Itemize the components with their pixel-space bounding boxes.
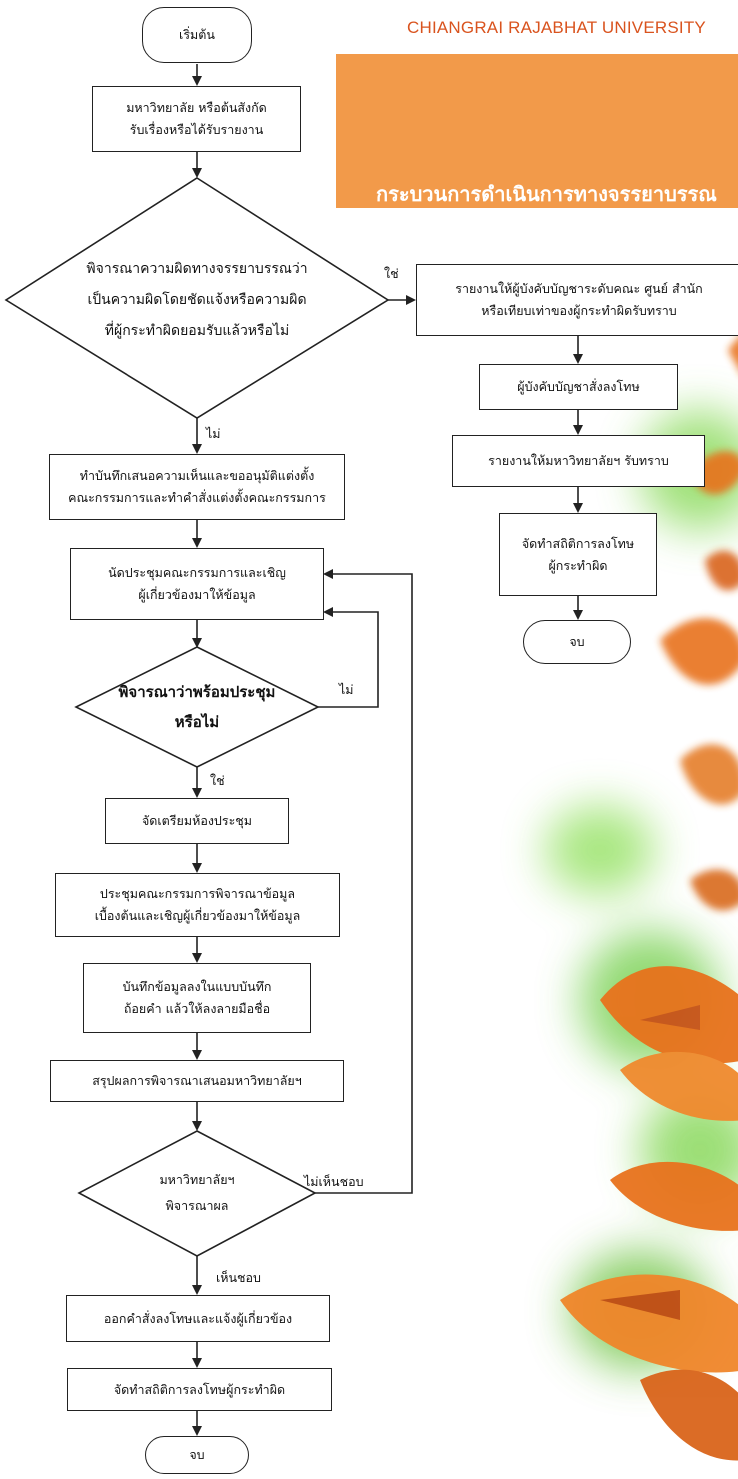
end-node-right: จบ bbox=[523, 620, 631, 664]
record-line-1: บันทึกข้อมูลลงในแบบบันทึก bbox=[122, 979, 272, 994]
schedule-line-2: ผู้เกี่ยวข้องมาให้ข้อมูล bbox=[138, 587, 256, 602]
decision-clear-offense: พิจารณาความผิดทางจรรยาบรรณว่า เป็นความผิ… bbox=[40, 252, 354, 348]
end-left-label: จบ bbox=[189, 1447, 205, 1462]
meeting-box: ประชุมคณะกรรมการพิจารณาข้อมูล เบื้องต้นแ… bbox=[55, 873, 340, 937]
stats-left-label: จัดทำสถิติการลงโทษผู้กระทำผิด bbox=[113, 1381, 286, 1397]
record-line-2: ถ้อยคำ แล้วให้ลงลายมือชื่อ bbox=[123, 1001, 271, 1016]
record-box: บันทึกข้อมูลลงในแบบบันทึก ถ้อยคำ แล้วให้… bbox=[83, 963, 311, 1033]
receive-line-1: มหาวิทยาลัย หรือต้นสังกัด bbox=[126, 100, 267, 115]
header-banner: กระบวนการดำเนินการทางจรรยาบรรณ bbox=[336, 54, 738, 208]
report-superior-line-2: หรือเทียบเท่าของผู้กระทำผิดรับทราบ bbox=[481, 303, 677, 318]
banner-title: กระบวนการดำเนินการทางจรรยาบรรณ bbox=[376, 182, 717, 206]
decision-university: มหาวิทยาลัยฯ พิจารณาผล bbox=[120, 1166, 274, 1220]
report-superior-box: รายงานให้ผู้บังคับบัญชาระดับคณะ ศูนย์ สำ… bbox=[416, 264, 738, 336]
label-yes-2: ใช่ bbox=[210, 773, 225, 788]
meeting-line-2: เบื้องต้นและเชิญผู้เกี่ยวข้องมาให้ข้อมูล bbox=[94, 908, 301, 923]
loop-arrow bbox=[318, 607, 379, 708]
decision-univ-line-2: พิจารณาผล bbox=[165, 1198, 229, 1213]
label-no-1: ไม่ bbox=[206, 426, 221, 441]
report-university-label: รายงานให้มหาวิทยาลัยฯ รับทราบ bbox=[488, 453, 669, 468]
university-name: CHIANGRAI RAJABHAT UNIVERSITY bbox=[407, 18, 706, 37]
label-no-2: ไม่ bbox=[339, 682, 354, 697]
issue-order-label: ออกคำสั่งลงโทษและแจ้งผู้เกี่ยวข้อง bbox=[103, 1310, 293, 1326]
decision-ready: พิจารณาว่าพร้อมประชุม หรือไม่ bbox=[100, 677, 294, 737]
prepare-room-label: จัดเตรียมห้องประชุม bbox=[141, 813, 253, 828]
loop-arrow bbox=[315, 569, 413, 1194]
stats-right-line-1: จัดทำสถิติการลงโทษ bbox=[521, 535, 635, 551]
issue-order-box: ออกคำสั่งลงโทษและแจ้งผู้เกี่ยวข้อง bbox=[66, 1295, 330, 1342]
decision-univ-line-1: มหาวิทยาลัยฯ bbox=[159, 1172, 235, 1187]
summary-label: สรุปผลการพิจารณาเสนอมหาวิทยาลัยฯ bbox=[92, 1073, 302, 1088]
order-penalty-label: ผู้บังคับบัญชาสั่งลงโทษ bbox=[517, 379, 640, 394]
end-node-left: จบ bbox=[145, 1436, 249, 1474]
report-superior-line-1: รายงานให้ผู้บังคับบัญชาระดับคณะ ศูนย์ สำ… bbox=[455, 281, 703, 296]
start-label: เริ่มต้น bbox=[179, 27, 215, 42]
label-yes-1: ใช่ bbox=[384, 266, 399, 281]
memo-box: ทำบันทึกเสนอความเห็นและขออนุมัติแต่งตั้ง… bbox=[49, 454, 345, 520]
memo-line-2: คณะกรรมการและทำคำสั่งแต่งตั้งคณะกรรมการ bbox=[68, 490, 326, 505]
receive-line-2: รับเรื่องหรือได้รับรายงาน bbox=[129, 122, 264, 137]
report-university-box: รายงานให้มหาวิทยาลัยฯ รับทราบ bbox=[452, 435, 705, 487]
stats-right-box: จัดทำสถิติการลงโทษ ผู้กระทำผิด bbox=[499, 513, 657, 596]
prepare-room-box: จัดเตรียมห้องประชุม bbox=[105, 798, 289, 844]
label-agree: เห็นชอบ bbox=[216, 1270, 261, 1285]
start-node: เริ่มต้น bbox=[142, 7, 252, 63]
schedule-meeting-box: นัดประชุมคณะกรรมการและเชิญ ผู้เกี่ยวข้อง… bbox=[70, 548, 324, 620]
order-penalty-box: ผู้บังคับบัญชาสั่งลงโทษ bbox=[479, 364, 678, 410]
decision-clear-line-3: ที่ผู้กระทำผิดยอมรับแล้วหรือไม่ bbox=[104, 322, 290, 339]
decision-ready-line-1: พิจารณาว่าพร้อมประชุม bbox=[118, 683, 276, 701]
receive-report-box: มหาวิทยาลัย หรือต้นสังกัด รับเรื่องหรือไ… bbox=[92, 86, 301, 152]
memo-line-1: ทำบันทึกเสนอความเห็นและขออนุมัติแต่งตั้ง bbox=[79, 468, 315, 483]
decision-clear-line-1: พิจารณาความผิดทางจรรยาบรรณว่า bbox=[86, 260, 308, 277]
stats-right-line-2: ผู้กระทำผิด bbox=[548, 557, 608, 573]
stats-left-box: จัดทำสถิติการลงโทษผู้กระทำผิด bbox=[67, 1368, 332, 1411]
summary-box: สรุปผลการพิจารณาเสนอมหาวิทยาลัยฯ bbox=[50, 1060, 344, 1102]
label-disagree: ไม่เห็นชอบ bbox=[304, 1174, 364, 1189]
decision-ready-line-2: หรือไม่ bbox=[174, 713, 220, 731]
end-right-label: จบ bbox=[569, 634, 585, 649]
meeting-line-1: ประชุมคณะกรรมการพิจารณาข้อมูล bbox=[99, 886, 296, 901]
decision-clear-line-2: เป็นความผิดโดยชัดแจ้งหรือความผิด bbox=[87, 291, 307, 308]
schedule-line-1: นัดประชุมคณะกรรมการและเชิญ bbox=[108, 565, 286, 580]
